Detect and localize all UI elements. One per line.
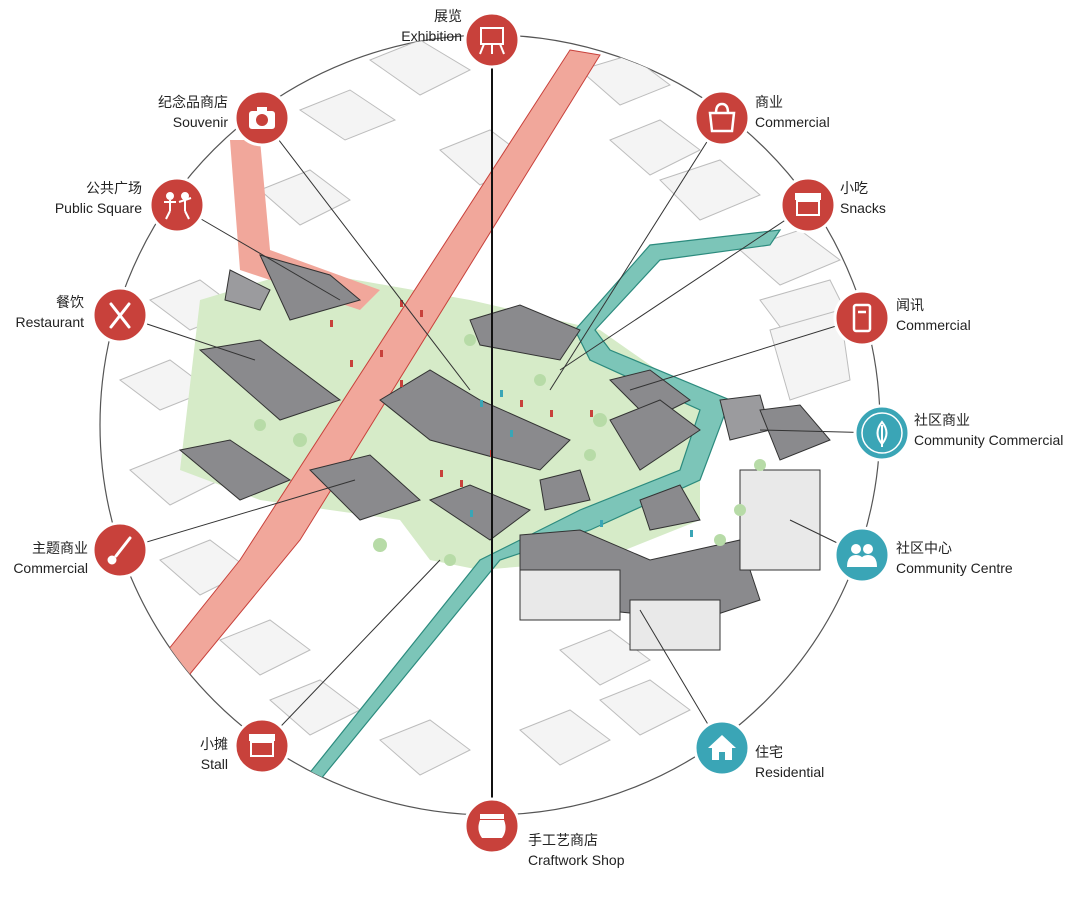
snacks-node[interactable] [779, 176, 837, 234]
stall-node[interactable] [233, 717, 291, 775]
restaurant-node[interactable] [91, 286, 149, 344]
aerial-view [118, 39, 851, 787]
news-node[interactable] [833, 289, 891, 347]
trees [254, 334, 766, 566]
exhibition-node[interactable] [463, 11, 521, 69]
people-dancing-icon [164, 192, 192, 220]
souvenir-node[interactable] [233, 89, 291, 147]
fork-knife-icon [109, 302, 131, 329]
house-icon [708, 735, 736, 760]
public-square-node[interactable] [148, 176, 206, 234]
stall-icon [249, 734, 275, 757]
icon-nodes [91, 11, 911, 855]
leader-lines [119, 117, 883, 749]
community-commercial-node[interactable] [853, 404, 911, 462]
commercial-bag-node[interactable] [693, 89, 751, 147]
group-icon [847, 544, 877, 567]
residential-node[interactable] [693, 719, 751, 777]
camera-icon [249, 107, 275, 129]
background-buildings [118, 39, 851, 776]
main-buildings [178, 254, 831, 651]
leaf-icon [876, 420, 888, 447]
craftwork-node[interactable] [463, 797, 521, 855]
shopping-bag-icon [708, 102, 736, 133]
phone-icon [852, 303, 872, 333]
theme-commercial-node[interactable] [91, 521, 149, 579]
easel-icon [479, 27, 505, 55]
pottery-icon [478, 814, 506, 838]
snack-stand-icon [795, 193, 821, 216]
paintbrush-icon [107, 536, 132, 565]
community-centre-node[interactable] [833, 526, 891, 584]
